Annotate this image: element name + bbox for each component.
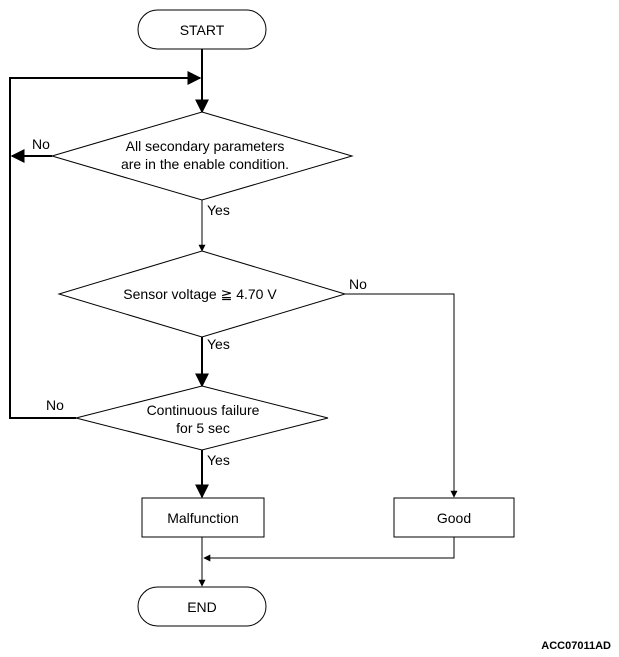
end-terminator (137, 586, 267, 627)
connector-good-merge (203, 537, 455, 562)
connector-voltage-no (345, 293, 458, 498)
edge-label-voltage-no: No (349, 276, 367, 292)
edge-label-params-no: No (32, 136, 50, 152)
edge-label-voltage-yes: Yes (207, 336, 230, 352)
decision-continuous-failure-line1: Continuous failure (147, 402, 260, 418)
start-label: START (180, 22, 225, 38)
end-label: END (187, 599, 217, 615)
edge-label-failure-yes: Yes (207, 452, 230, 468)
edge-label-failure-no: No (46, 397, 64, 413)
connector-failure-no-loop (9, 71, 202, 419)
decision-sensor-voltage-label: Sensor voltage ≧ 4.70 V (123, 286, 277, 302)
good-label: Good (437, 510, 471, 526)
decision-secondary-params-line1: All secondary parameters (126, 138, 285, 154)
figure-code: ACC07011AD (541, 640, 611, 652)
edge-label-params-yes: Yes (207, 202, 230, 218)
decision-secondary-params-line2: are in the enable condition. (121, 156, 289, 172)
malfunction-label: Malfunction (167, 510, 239, 526)
malfunction-box (141, 497, 265, 538)
decision-continuous-failure (75, 385, 329, 451)
decision-continuous-failure-line2: for 5 sec (176, 420, 230, 436)
